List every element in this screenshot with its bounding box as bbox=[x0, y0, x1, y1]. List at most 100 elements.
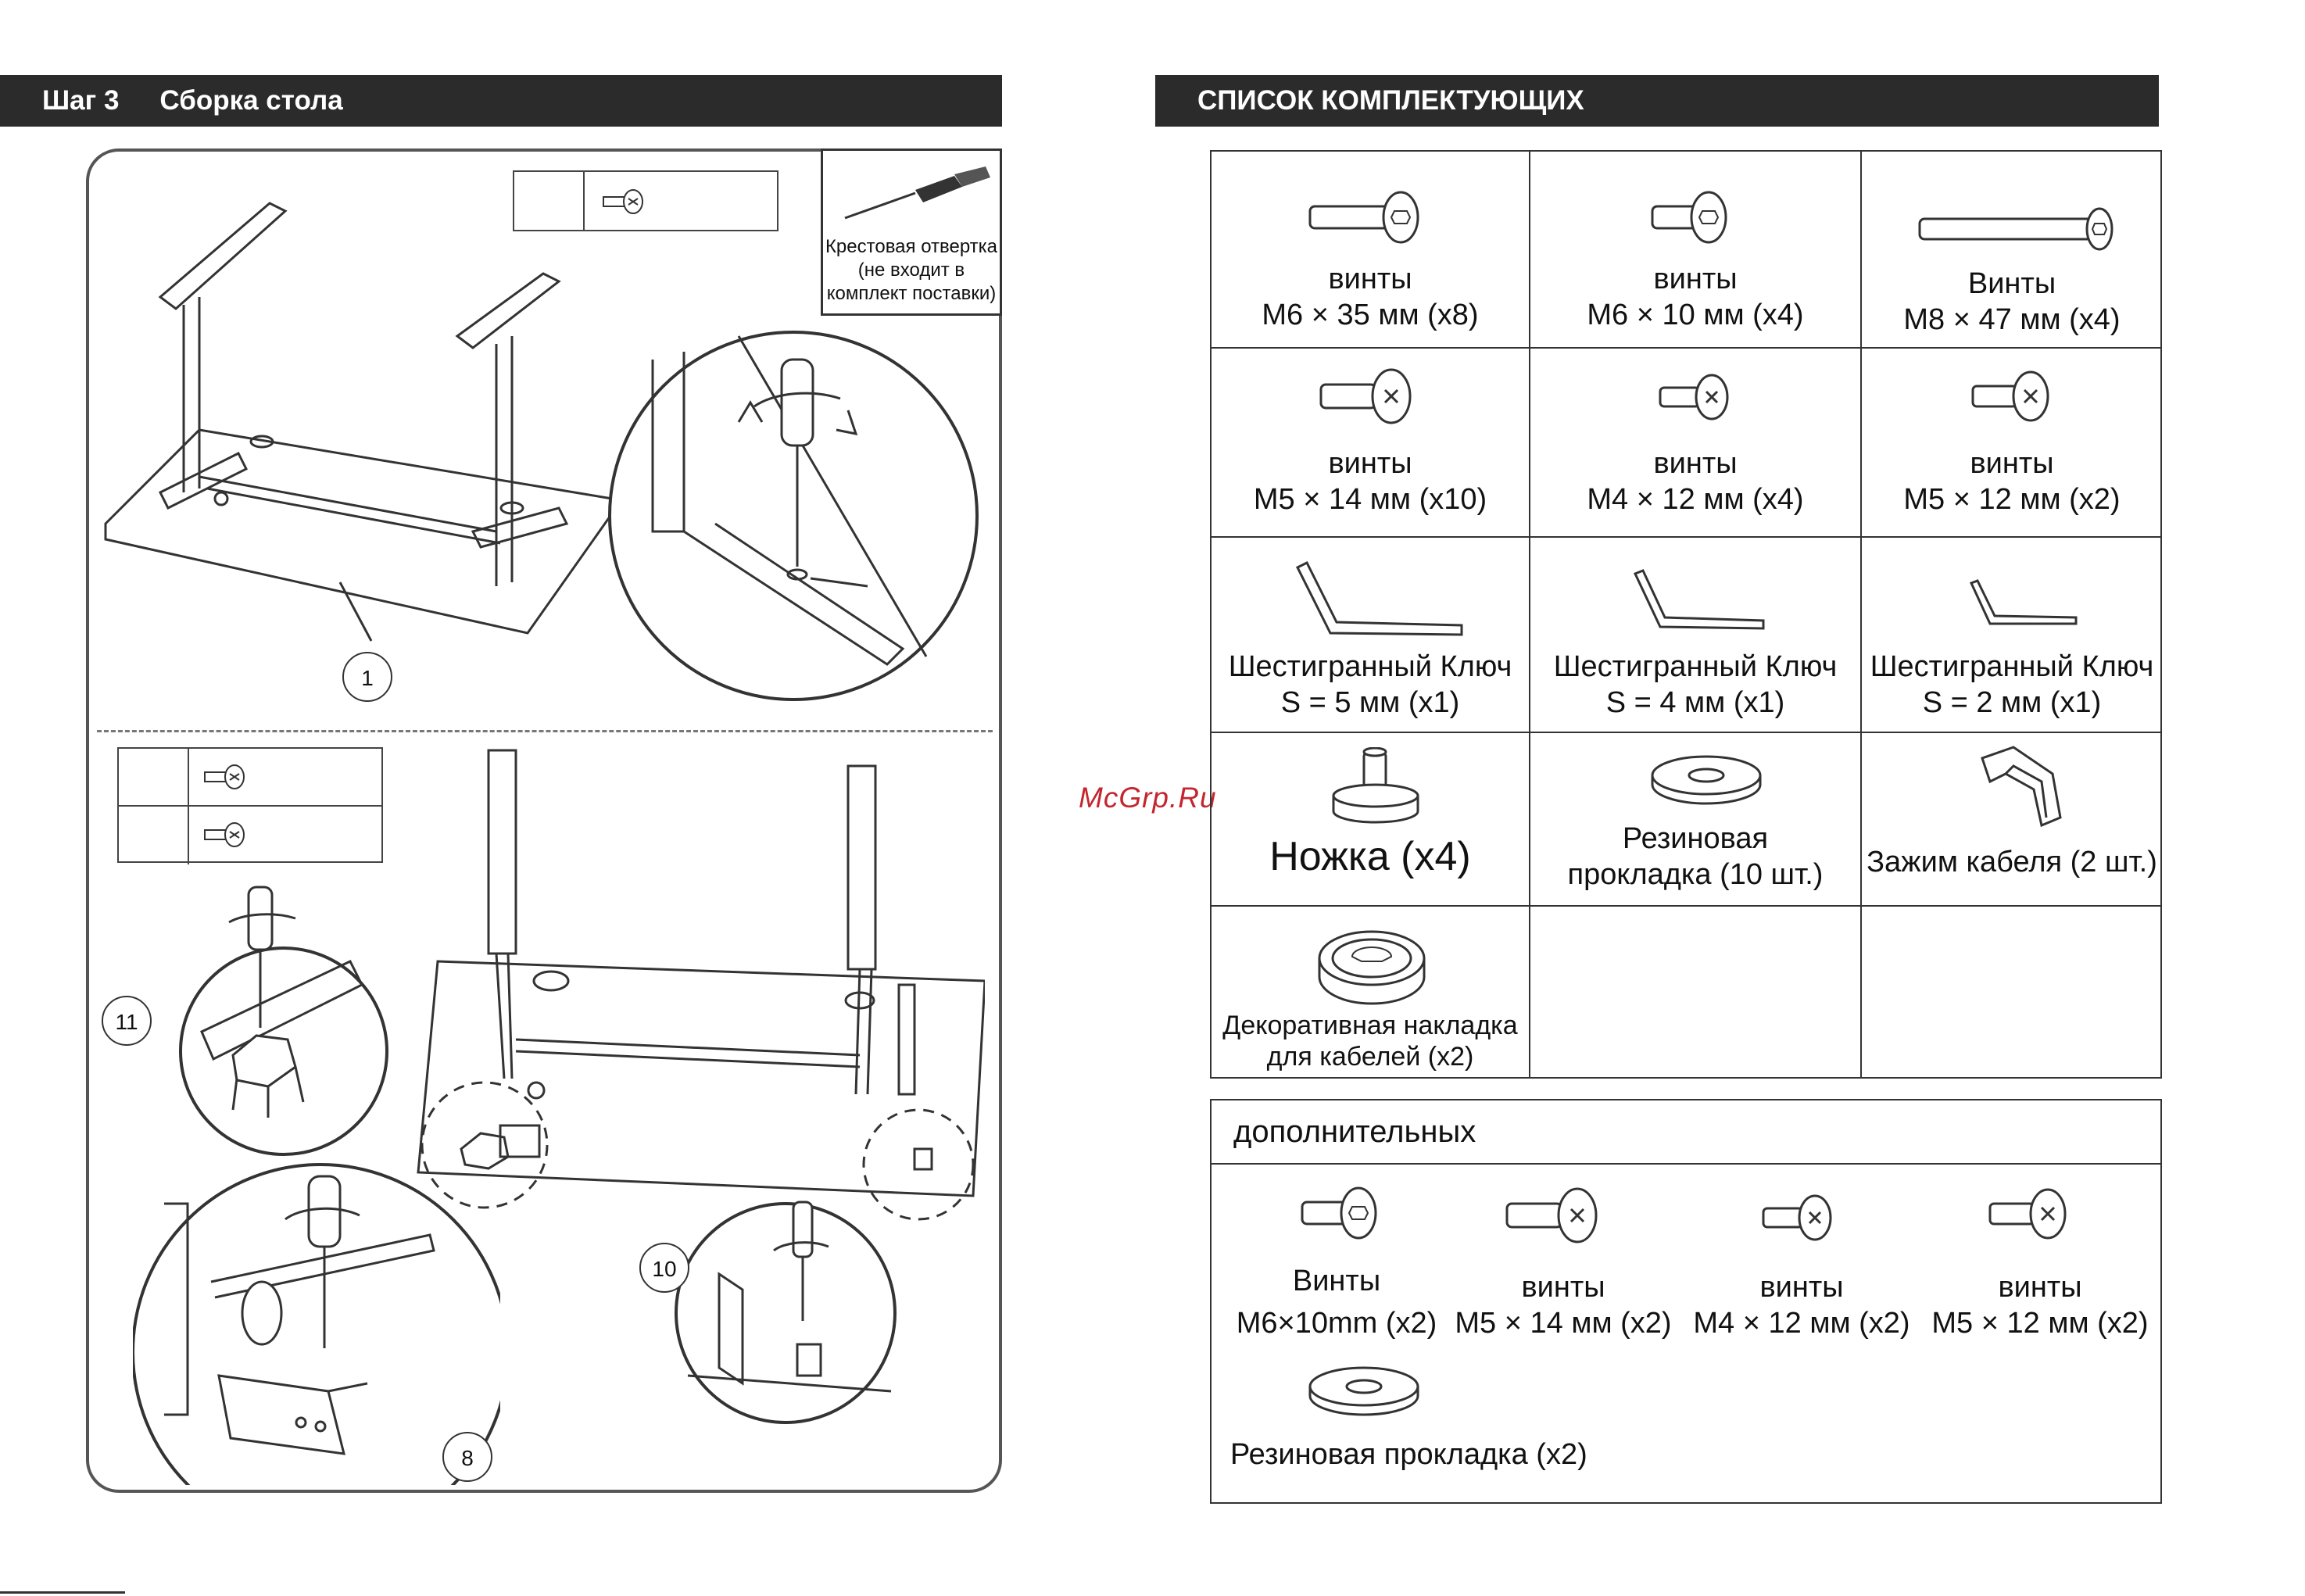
callout-1: 1 bbox=[342, 652, 392, 702]
empty-cell bbox=[1862, 907, 2162, 1079]
tool-caption-2: (не входит в bbox=[857, 259, 965, 281]
part-spec: M5 × 12 мм (x2) bbox=[1903, 483, 2121, 516]
part-spec: для кабелей (x2) bbox=[1266, 1042, 1474, 1072]
hex-screw-icon bbox=[1308, 191, 1419, 244]
assembly-panel bbox=[86, 149, 1002, 1493]
hex-key-icon bbox=[1969, 579, 2078, 625]
part-label: винты bbox=[1328, 263, 1412, 295]
callout-10: 10 bbox=[639, 1243, 689, 1293]
part-spec: M8 × 47 мм (x4) bbox=[1903, 303, 2121, 336]
detail-circle-screw bbox=[608, 331, 979, 701]
additional-spec: M4 × 12 мм (x2) bbox=[1693, 1307, 1910, 1340]
watermark: McGrp.Ru bbox=[1079, 782, 1217, 814]
part-spec: S = 2 мм (x1) bbox=[1922, 686, 2102, 719]
part-spec: прокладка (10 шт.) bbox=[1567, 858, 1824, 891]
part-label: Винты bbox=[1967, 267, 2056, 300]
frame-assembly-drawing bbox=[104, 202, 624, 642]
part-cell: Ножка (x4) bbox=[1212, 733, 1530, 907]
phillips-screw-icon bbox=[1988, 1188, 2067, 1240]
tool-caption-3: комплект поставки) bbox=[826, 283, 997, 304]
part-label: Ножка (x4) bbox=[1269, 834, 1471, 879]
parts-list-header: СПИСОК КОМПЛЕКТУЮЩИХ bbox=[1155, 75, 2159, 127]
additional-item: винты M5 × 12 мм (x2) bbox=[1923, 1269, 2157, 1341]
part-spec: M6 × 35 мм (x8) bbox=[1262, 299, 1479, 331]
detail-circle-motor bbox=[133, 1163, 500, 1485]
phillips-screw-icon bbox=[1659, 374, 1729, 420]
part-cell: винты M6 × 35 мм (x8) bbox=[1212, 152, 1530, 349]
part-cell: винты M6 × 10 мм (x4) bbox=[1530, 152, 1862, 349]
additional-spec: M5 × 14 мм (x2) bbox=[1455, 1307, 1672, 1340]
screwdriver-box: Крестовая отвертка (не входит в комплект… bbox=[821, 149, 1002, 316]
additional-item: Винты M6×10mm (x2) bbox=[1235, 1263, 1438, 1341]
cable-clip-icon bbox=[1981, 746, 2062, 828]
screw-icon bbox=[204, 822, 245, 847]
parts-grid: винты M6 × 35 мм (x8) винты M6 × 10 мм (x4… bbox=[1210, 150, 2162, 1079]
parts-list-title: СПИСОК КОМПЛЕКТУЮЩИХ bbox=[1197, 85, 1584, 116]
step-header: Шаг 3 Сборка стола bbox=[0, 75, 1002, 127]
part-label: Резиновая bbox=[1622, 822, 1769, 855]
foot-icon bbox=[1332, 747, 1419, 824]
detail-circle-foot bbox=[179, 886, 388, 1156]
additional-label: винты bbox=[1759, 1271, 1844, 1304]
hex-key-icon bbox=[1633, 569, 1765, 630]
screw-legend-top bbox=[513, 170, 778, 231]
part-label: винты bbox=[1653, 263, 1738, 295]
additional-label: Винты bbox=[1292, 1265, 1381, 1297]
long-hex-screw-icon bbox=[1918, 207, 2114, 251]
part-label: винты bbox=[1328, 447, 1412, 480]
part-label: Шестигранный Ключ bbox=[1870, 650, 2154, 683]
additional-spec: M5 × 12 мм (x2) bbox=[1931, 1307, 2149, 1340]
callout-11: 11 bbox=[102, 996, 152, 1046]
additional-item: винты M5 × 14 мм (x2) bbox=[1454, 1269, 1673, 1341]
step-title: Сборка стола bbox=[159, 85, 343, 116]
hex-screw-icon bbox=[1301, 1186, 1377, 1240]
tool-caption-1: Крестовая отвертка bbox=[825, 236, 998, 257]
part-spec: S = 5 мм (x1) bbox=[1280, 686, 1460, 719]
part-spec: M6 × 10 мм (x4) bbox=[1587, 299, 1804, 331]
additional-pad-label: Резиновая прокладка (x2) bbox=[1230, 1438, 1587, 1471]
part-label: Зажим кабеля (2 шт.) bbox=[1867, 846, 2157, 879]
additional-label: винты bbox=[1521, 1271, 1605, 1304]
empty-cell bbox=[1530, 907, 1862, 1079]
phillips-screw-icon bbox=[1505, 1187, 1598, 1244]
additional-parts-title: дополнительных bbox=[1212, 1100, 2160, 1165]
part-spec: S = 4 мм (x1) bbox=[1605, 686, 1785, 719]
step-number: Шаг 3 bbox=[42, 85, 120, 116]
part-spec: M4 × 12 мм (x4) bbox=[1587, 483, 1804, 516]
cable-grommet-icon bbox=[1318, 930, 1426, 1005]
phillips-screw-icon bbox=[1762, 1194, 1832, 1241]
page-footer-rule bbox=[0, 1591, 125, 1594]
part-spec: M5 × 14 мм (x10) bbox=[1253, 483, 1487, 516]
hex-screw-icon bbox=[1651, 191, 1727, 244]
detail-circle-clip bbox=[675, 1201, 897, 1424]
part-label: Шестигранный Ключ bbox=[1228, 650, 1512, 683]
rubber-pad-icon bbox=[1651, 755, 1762, 805]
part-cell: Зажим кабеля (2 шт.) bbox=[1862, 733, 2162, 907]
section-divider bbox=[97, 730, 993, 732]
rubber-pad-icon bbox=[1308, 1366, 1419, 1416]
additional-label: винты bbox=[1998, 1271, 2082, 1304]
screwdriver-icon bbox=[844, 166, 990, 220]
part-label: винты bbox=[1653, 447, 1738, 480]
additional-item: винты M4 × 12 мм (x2) bbox=[1688, 1269, 1915, 1341]
screw-icon bbox=[603, 189, 643, 214]
part-label: Шестигранный Ключ bbox=[1553, 650, 1838, 683]
phillips-screw-icon bbox=[1971, 370, 2049, 422]
additional-spec: M6×10mm (x2) bbox=[1236, 1307, 1437, 1340]
screw-legend-bottom bbox=[117, 747, 383, 864]
hex-key-icon bbox=[1295, 560, 1463, 636]
desk-underside-drawing bbox=[417, 749, 985, 1221]
part-label: винты bbox=[1970, 447, 2054, 480]
phillips-screw-icon bbox=[1319, 368, 1412, 424]
screw-icon bbox=[204, 764, 245, 789]
part-label: Декоративная накладка bbox=[1222, 1011, 1518, 1040]
